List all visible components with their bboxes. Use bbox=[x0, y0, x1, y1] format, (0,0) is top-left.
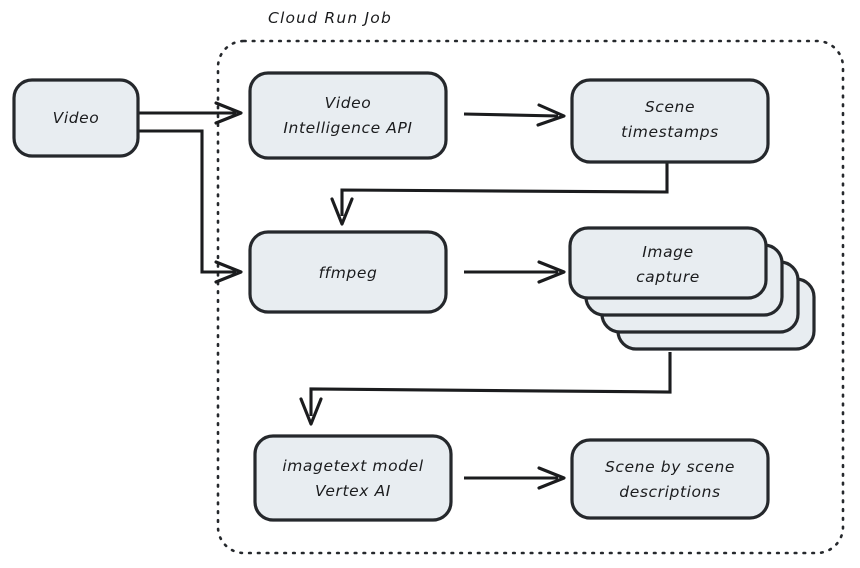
node-video-shape bbox=[12, 78, 140, 158]
node-scene-timestamps-label-line2: timestamps bbox=[621, 123, 719, 141]
node-imagetext-model-vertex-ai-label-line1: imagetext model bbox=[282, 457, 423, 475]
edge-video-to-api bbox=[138, 101, 243, 125]
node-scene-timestamps-label-line1: Scene bbox=[645, 98, 695, 116]
node-image-capture-label-line1: Image bbox=[642, 243, 694, 261]
edge-timestamps-to-ffmpeg bbox=[330, 162, 669, 226]
edge-video-to-ffmpeg bbox=[138, 129, 243, 284]
node-scene-by-scene-descriptions-label-line1: Scene by scene bbox=[605, 458, 735, 476]
node-video-label-line1: Video bbox=[53, 109, 100, 127]
node-ffmpeg[interactable]: ffmpeg bbox=[248, 230, 448, 314]
node-image-capture-shape bbox=[568, 226, 768, 300]
cloud-run-job-title: Cloud Run Job bbox=[268, 9, 392, 27]
node-scene-by-scene-descriptions-shape bbox=[570, 438, 770, 520]
node-scene-by-scene-descriptions-label-line2: descriptions bbox=[619, 483, 720, 501]
edge-ffmpeg-to-image-capture bbox=[464, 260, 566, 284]
node-imagetext-model-vertex-ai-shape bbox=[253, 434, 453, 522]
node-image-capture[interactable]: Image capture bbox=[568, 226, 816, 351]
node-video[interactable]: Video bbox=[12, 78, 140, 158]
node-video-intelligence-api-shape bbox=[248, 71, 448, 160]
node-scene-timestamps-shape bbox=[570, 78, 770, 164]
node-video-intelligence-api[interactable]: Video Intelligence API bbox=[248, 71, 448, 160]
node-imagetext-model-vertex-ai[interactable]: imagetext model Vertex AI bbox=[253, 434, 453, 522]
edge-imagetext-to-descriptions bbox=[464, 466, 566, 490]
node-image-capture-label-line2: capture bbox=[636, 268, 700, 286]
node-scene-by-scene-descriptions[interactable]: Scene by scene descriptions bbox=[570, 438, 770, 520]
edge-api-to-timestamps bbox=[463, 103, 566, 127]
node-ffmpeg-shape bbox=[248, 230, 448, 314]
edge-image-capture-to-imagetext bbox=[299, 352, 672, 426]
node-video-intelligence-api-label-line2: Intelligence API bbox=[283, 119, 412, 137]
node-video-intelligence-api-label-line1: Video bbox=[325, 94, 372, 112]
node-imagetext-model-vertex-ai-label-line2: Vertex AI bbox=[315, 482, 391, 500]
node-scene-timestamps[interactable]: Scene timestamps bbox=[570, 78, 770, 164]
node-ffmpeg-label-line1: ffmpeg bbox=[319, 264, 378, 282]
cloud-run-job-boundary bbox=[216, 39, 845, 555]
